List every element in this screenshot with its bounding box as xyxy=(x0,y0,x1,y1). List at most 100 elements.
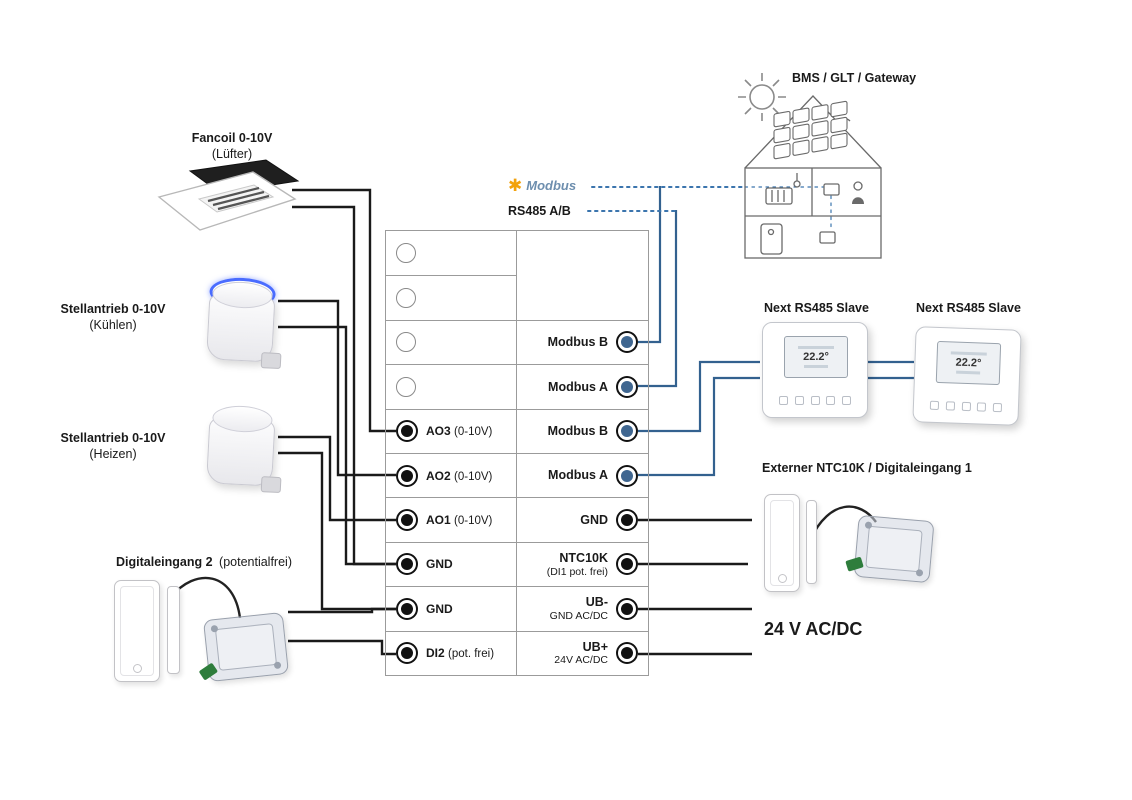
terminal-label: GND xyxy=(426,557,453,572)
mounting-hole-icon xyxy=(396,288,416,309)
modbus-logo: ✱ Modbus xyxy=(508,177,576,194)
terminal-cell-hole-1 xyxy=(386,231,516,275)
terminal-cell-hole-2 xyxy=(386,275,516,319)
wire-modbus-b-gateway xyxy=(638,186,662,344)
radiator-icon xyxy=(765,187,793,205)
slave1-label: Next RS485 Slave xyxy=(764,301,869,315)
touch-button-icon xyxy=(977,402,987,412)
power-supply-label: 24 V AC/DC xyxy=(764,619,863,639)
terminal-cell-modbus-a2: Modbus A xyxy=(516,453,648,498)
terminal-cell-ao2: AO2 (0-10V) xyxy=(386,453,516,497)
terminal-label: AO2 (0-10V) xyxy=(426,468,493,483)
terminal-dot-di2 xyxy=(401,647,413,660)
actuator-heating xyxy=(203,401,282,494)
mounting-hole-icon xyxy=(396,332,416,353)
wire-modbus-a-slave xyxy=(638,376,760,477)
terminal-label: UB+ xyxy=(582,639,608,654)
touch-button-icon xyxy=(794,396,804,405)
wire-cool-ao2 xyxy=(278,299,396,477)
terminal-cell-ub-plus: UB+24V AC/DC xyxy=(516,630,648,675)
terminal-label: DI2 (pot. frei) xyxy=(426,646,495,661)
thermostat-touch-buttons xyxy=(929,400,1003,413)
modbus-dotted-lines xyxy=(587,186,832,230)
terminal-label: GND xyxy=(580,512,608,527)
field-wires xyxy=(278,188,396,656)
gateway-device-icon xyxy=(819,231,836,244)
terminal-label: Modbus B xyxy=(547,423,608,438)
terminal-label: NTC10K xyxy=(559,550,608,565)
terminal-label: AO3 (0-10V) xyxy=(426,424,493,439)
door-contact-ntc xyxy=(764,494,800,592)
fancoil-illustration xyxy=(157,159,300,231)
modbus-wordmark: Modbus xyxy=(526,178,577,193)
terminal-dot-ao2 xyxy=(401,469,413,482)
terminal-dot-gnd-1 xyxy=(401,558,413,571)
wire-fancoil-gnd xyxy=(292,205,396,566)
terminal-label: UB- xyxy=(585,595,608,610)
terminal-dot-ao1 xyxy=(401,514,413,527)
terminal-dot-gnd-right xyxy=(621,514,633,527)
terminal-cell-empty-2 xyxy=(516,275,648,320)
wire-heat-gnd xyxy=(278,451,396,611)
terminal-cell-empty-1 xyxy=(516,231,648,276)
actuator-heating-label: Stellantrieb 0-10V (Heizen) xyxy=(60,431,166,462)
actuator-cooling-label: Stellantrieb 0-10V (Kühlen) xyxy=(60,302,166,333)
terminal-cell-modbus-b2: Modbus B xyxy=(516,408,648,453)
thermostat-temperature: 22.2° xyxy=(803,350,829,363)
bms-gateway-label: BMS / GLT / Gateway xyxy=(792,71,917,85)
terminal-label: Modbus A xyxy=(548,468,608,483)
touch-button-icon xyxy=(961,401,971,412)
fancoil-label: Fancoil 0-10V (Lüfter) xyxy=(191,131,273,162)
mounting-hole-icon xyxy=(396,243,416,264)
led-dot-icon xyxy=(777,574,787,583)
wire-heat-ao1 xyxy=(278,435,396,522)
touch-button-icon xyxy=(810,396,820,405)
modbus-wires xyxy=(638,186,914,477)
touch-button-icon xyxy=(826,396,836,405)
touch-button-icon xyxy=(945,401,955,411)
slave2-label: Next RS485 Slave xyxy=(916,301,1021,315)
terminal-cell-ao3: AO3 (0-10V) xyxy=(386,408,516,453)
terminal-dot-modbus-a2 xyxy=(621,469,633,482)
di2-label: Digitaleingang 2 (potentialfrei) xyxy=(116,555,292,569)
rs485-slave-device-1: 22.2° xyxy=(762,322,868,418)
magnet-bar-ntc xyxy=(806,500,817,584)
screw-icon xyxy=(273,661,282,670)
sun-icon xyxy=(738,73,786,121)
terminal-cell-ntc10k: NTC10K(DI1 pot. frei) xyxy=(516,541,648,587)
terminal-cell-ub-minus: UB-GND AC/DC xyxy=(516,586,648,631)
terminal-dot-modbus-b1 xyxy=(621,336,633,349)
wire-di2-gnd xyxy=(288,607,396,614)
thermostat-screen: 22.2° xyxy=(935,340,1002,386)
wire-cool-gnd xyxy=(278,325,396,566)
thermometer-icon xyxy=(793,180,801,188)
building-illustration xyxy=(744,95,882,259)
wire-fancoil-ao3 xyxy=(292,188,396,433)
solar-panels-icon xyxy=(773,100,848,160)
touch-button-icon xyxy=(992,402,1003,413)
door-contact-di2 xyxy=(114,580,160,682)
junction-box-ntc xyxy=(845,514,935,584)
wire-modbus-a-gateway xyxy=(638,210,678,388)
mounting-hole-icon xyxy=(396,376,416,397)
terminal-cell-modbus-a1: Modbus A xyxy=(516,364,648,409)
thermostat-touch-buttons xyxy=(779,396,851,405)
terminal-block: Modbus B Modbus A AO3 (0-10V) Modbus B A… xyxy=(385,230,649,676)
terminal-dot-gnd-2 xyxy=(401,602,413,615)
terminal-cell-gnd-2: GND xyxy=(386,586,516,630)
terminal-cell-gnd-right: GND xyxy=(516,497,648,542)
wall-thermostat-icon xyxy=(823,183,840,196)
rs485-slave-device-2: 22.2° xyxy=(912,326,1022,426)
terminal-label: Modbus A xyxy=(548,379,608,394)
touch-button-icon xyxy=(929,400,940,411)
terminal-dot-ub-plus xyxy=(621,647,633,660)
wire-modbus-b-slave xyxy=(638,360,760,433)
terminal-label: Modbus B xyxy=(547,335,608,350)
right-wires xyxy=(638,518,752,656)
boiler-icon xyxy=(760,223,783,255)
wire-di2-signal xyxy=(288,639,396,656)
junction-box-di2 xyxy=(198,611,290,683)
terminal-label: AO1 (0-10V) xyxy=(426,513,493,528)
screw-icon xyxy=(915,569,924,577)
